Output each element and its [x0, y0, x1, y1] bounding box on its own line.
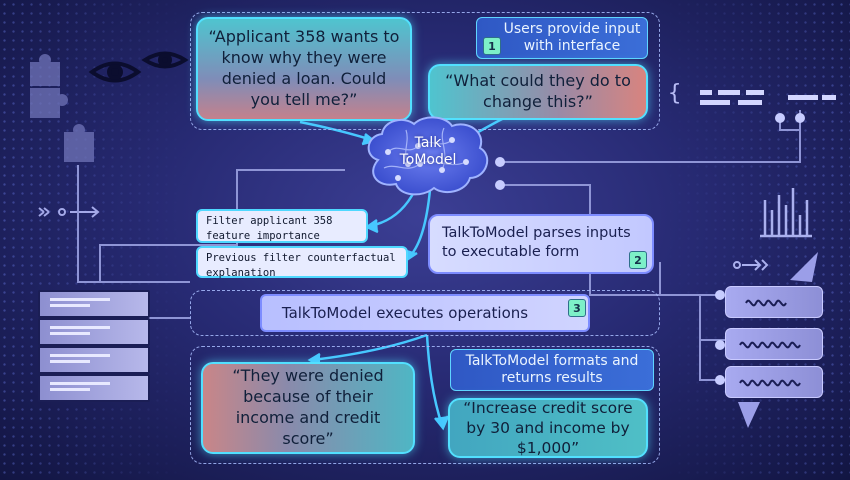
- step-3-badge: 3: [568, 299, 586, 317]
- squiggle-icon: [739, 341, 801, 349]
- squiggle-icon: [745, 299, 787, 307]
- code-line-1: Filter applicant 358 feature importance: [196, 209, 368, 243]
- step-2-text: TalkToModel parses inputs to executable …: [442, 225, 631, 260]
- chat-bubble-icon: [725, 328, 823, 360]
- brain-label: Talk ToModel: [399, 135, 457, 168]
- svg-text:{: {: [668, 81, 681, 106]
- chat-bubble-tail-icon: [738, 252, 818, 428]
- question-bubble-1: “Applicant 358 wants to know why they we…: [196, 17, 412, 121]
- arrow-icon-right: [733, 259, 769, 271]
- code-line-2: Previous filter counterfactual explanati…: [196, 246, 408, 279]
- brain-icon: [367, 116, 489, 196]
- chat-bubble-icon: [725, 286, 823, 318]
- server-unit: [38, 318, 150, 346]
- answer-bubble-2: “Increase credit score by 30 and income …: [448, 398, 648, 458]
- step-3-label: TalkToModel executes operations: [260, 294, 590, 332]
- step-1-label: Users provide input with interface: [476, 17, 648, 59]
- step-4-text: TalkToModel formats and returns results: [465, 352, 639, 387]
- answer-bubble-1: “They were denied because of their incom…: [201, 362, 415, 454]
- step-1-badge: 1: [483, 37, 501, 55]
- step-2-badge: 2: [629, 251, 647, 269]
- arrow-icon: [38, 206, 100, 218]
- chat-bubble-icon: [725, 366, 823, 398]
- step-4-label: TalkToModel formats and returns results: [450, 349, 654, 391]
- bar-chart-icon: [760, 188, 812, 238]
- squiggle-icon: [739, 379, 801, 387]
- code-brackets-icon: {: [668, 81, 836, 106]
- server-unit: [38, 290, 150, 318]
- server-unit: [38, 346, 150, 374]
- server-connectors: [148, 281, 190, 319]
- step-2-label: TalkToModel parses inputs to executable …: [428, 214, 654, 274]
- step-3-text: TalkToModel executes operations: [281, 304, 529, 322]
- eye-icon: [88, 51, 189, 83]
- puzzle-icon: [30, 54, 94, 162]
- step-1-text: Users provide input with interface: [503, 20, 641, 55]
- results-section: [190, 346, 660, 464]
- question-bubble-2: “What could they do to change this?”: [428, 64, 648, 120]
- server-unit: [38, 374, 150, 402]
- execute-section: [190, 290, 660, 336]
